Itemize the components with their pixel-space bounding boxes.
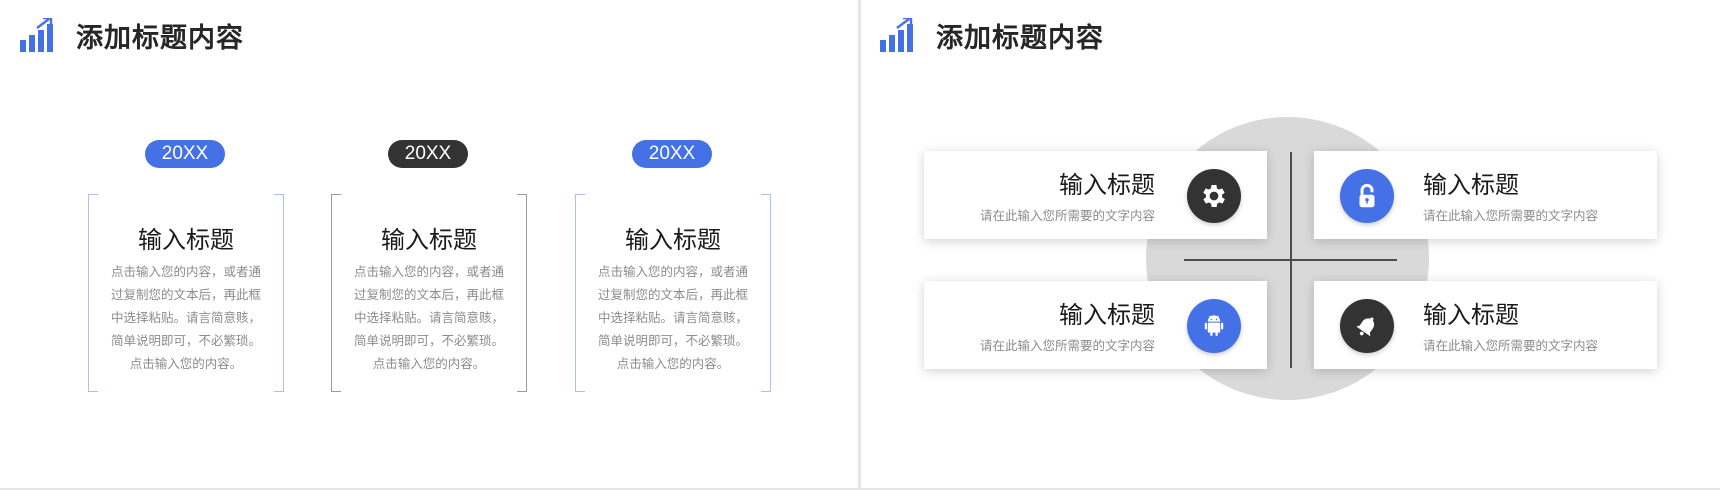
unlock-icon: [1340, 169, 1394, 223]
box-title: 输入标题: [1059, 171, 1155, 199]
card-body: 点击输入您的内容，或者通过复制您的文本后，再此框中选择粘贴。请言简意赅，简单说明…: [597, 264, 748, 371]
page-title: 添加标题内容: [936, 23, 1104, 54]
left-bracket: [88, 194, 98, 392]
right-bracket: [517, 194, 527, 392]
year-badge: 20XX: [388, 140, 468, 168]
bar-chart-growth-icon: [20, 17, 53, 52]
quadrant-box-bottom-right: 输入标题 请在此输入您所需要的文字内容: [1314, 281, 1657, 369]
box-title: 输入标题: [1423, 301, 1519, 329]
year-badge: 20XX: [632, 140, 712, 168]
gear-icon: [1187, 169, 1241, 223]
quadrant-box-top-right: 输入标题 请在此输入您所需要的文字内容: [1314, 151, 1657, 239]
card-title: 输入标题: [381, 226, 477, 254]
box-description: 请在此输入您所需要的文字内容: [1423, 208, 1599, 223]
card-body: 点击输入您的内容，或者通过复制您的文本后，再此框中选择粘贴。请言简意赅，简单说明…: [353, 264, 504, 371]
card-body: 点击输入您的内容，或者通过复制您的文本后，再此框中选择粘贴。请言简意赅，简单说明…: [110, 264, 261, 371]
box-description: 请在此输入您所需要的文字内容: [979, 208, 1155, 223]
box-description: 请在此输入您所需要的文字内容: [1423, 338, 1599, 353]
box-description: 请在此输入您所需要的文字内容: [979, 338, 1155, 353]
bell-icon: [1340, 299, 1394, 353]
quadrant-box-top-left: 输入标题 请在此输入您所需要的文字内容: [924, 151, 1267, 239]
slide-timeline: 添加标题内容 20XX 输入标题 点击输入您的内容，或者通过复制您的文本后，再此…: [0, 0, 858, 488]
right-bracket: [274, 194, 284, 392]
box-title: 输入标题: [1423, 171, 1519, 199]
slide-quadrant: 添加标题内容 输入标题 请在此输入您所需要的文字内容 输入标题 请在此输入您所需…: [861, 0, 1720, 488]
bracket-frame: [88, 194, 284, 392]
box-title: 输入标题: [1059, 301, 1155, 329]
left-bracket: [575, 194, 585, 392]
year-badge: 20XX: [145, 140, 225, 168]
horizontal-divider: [1184, 259, 1397, 261]
quadrant-box-bottom-left: 输入标题 请在此输入您所需要的文字内容: [924, 281, 1267, 369]
left-bracket: [331, 194, 341, 392]
android-icon: [1187, 299, 1241, 353]
right-bracket: [761, 194, 771, 392]
card-title: 输入标题: [625, 226, 721, 254]
slide-header: 添加标题内容: [20, 16, 244, 55]
bar-chart-growth-icon: [880, 17, 913, 52]
bracket-frame: [331, 194, 527, 392]
bracket-frame: [575, 194, 771, 392]
card-title: 输入标题: [138, 226, 234, 254]
page-title: 添加标题内容: [76, 23, 244, 54]
slide-header: 添加标题内容: [880, 16, 1104, 55]
